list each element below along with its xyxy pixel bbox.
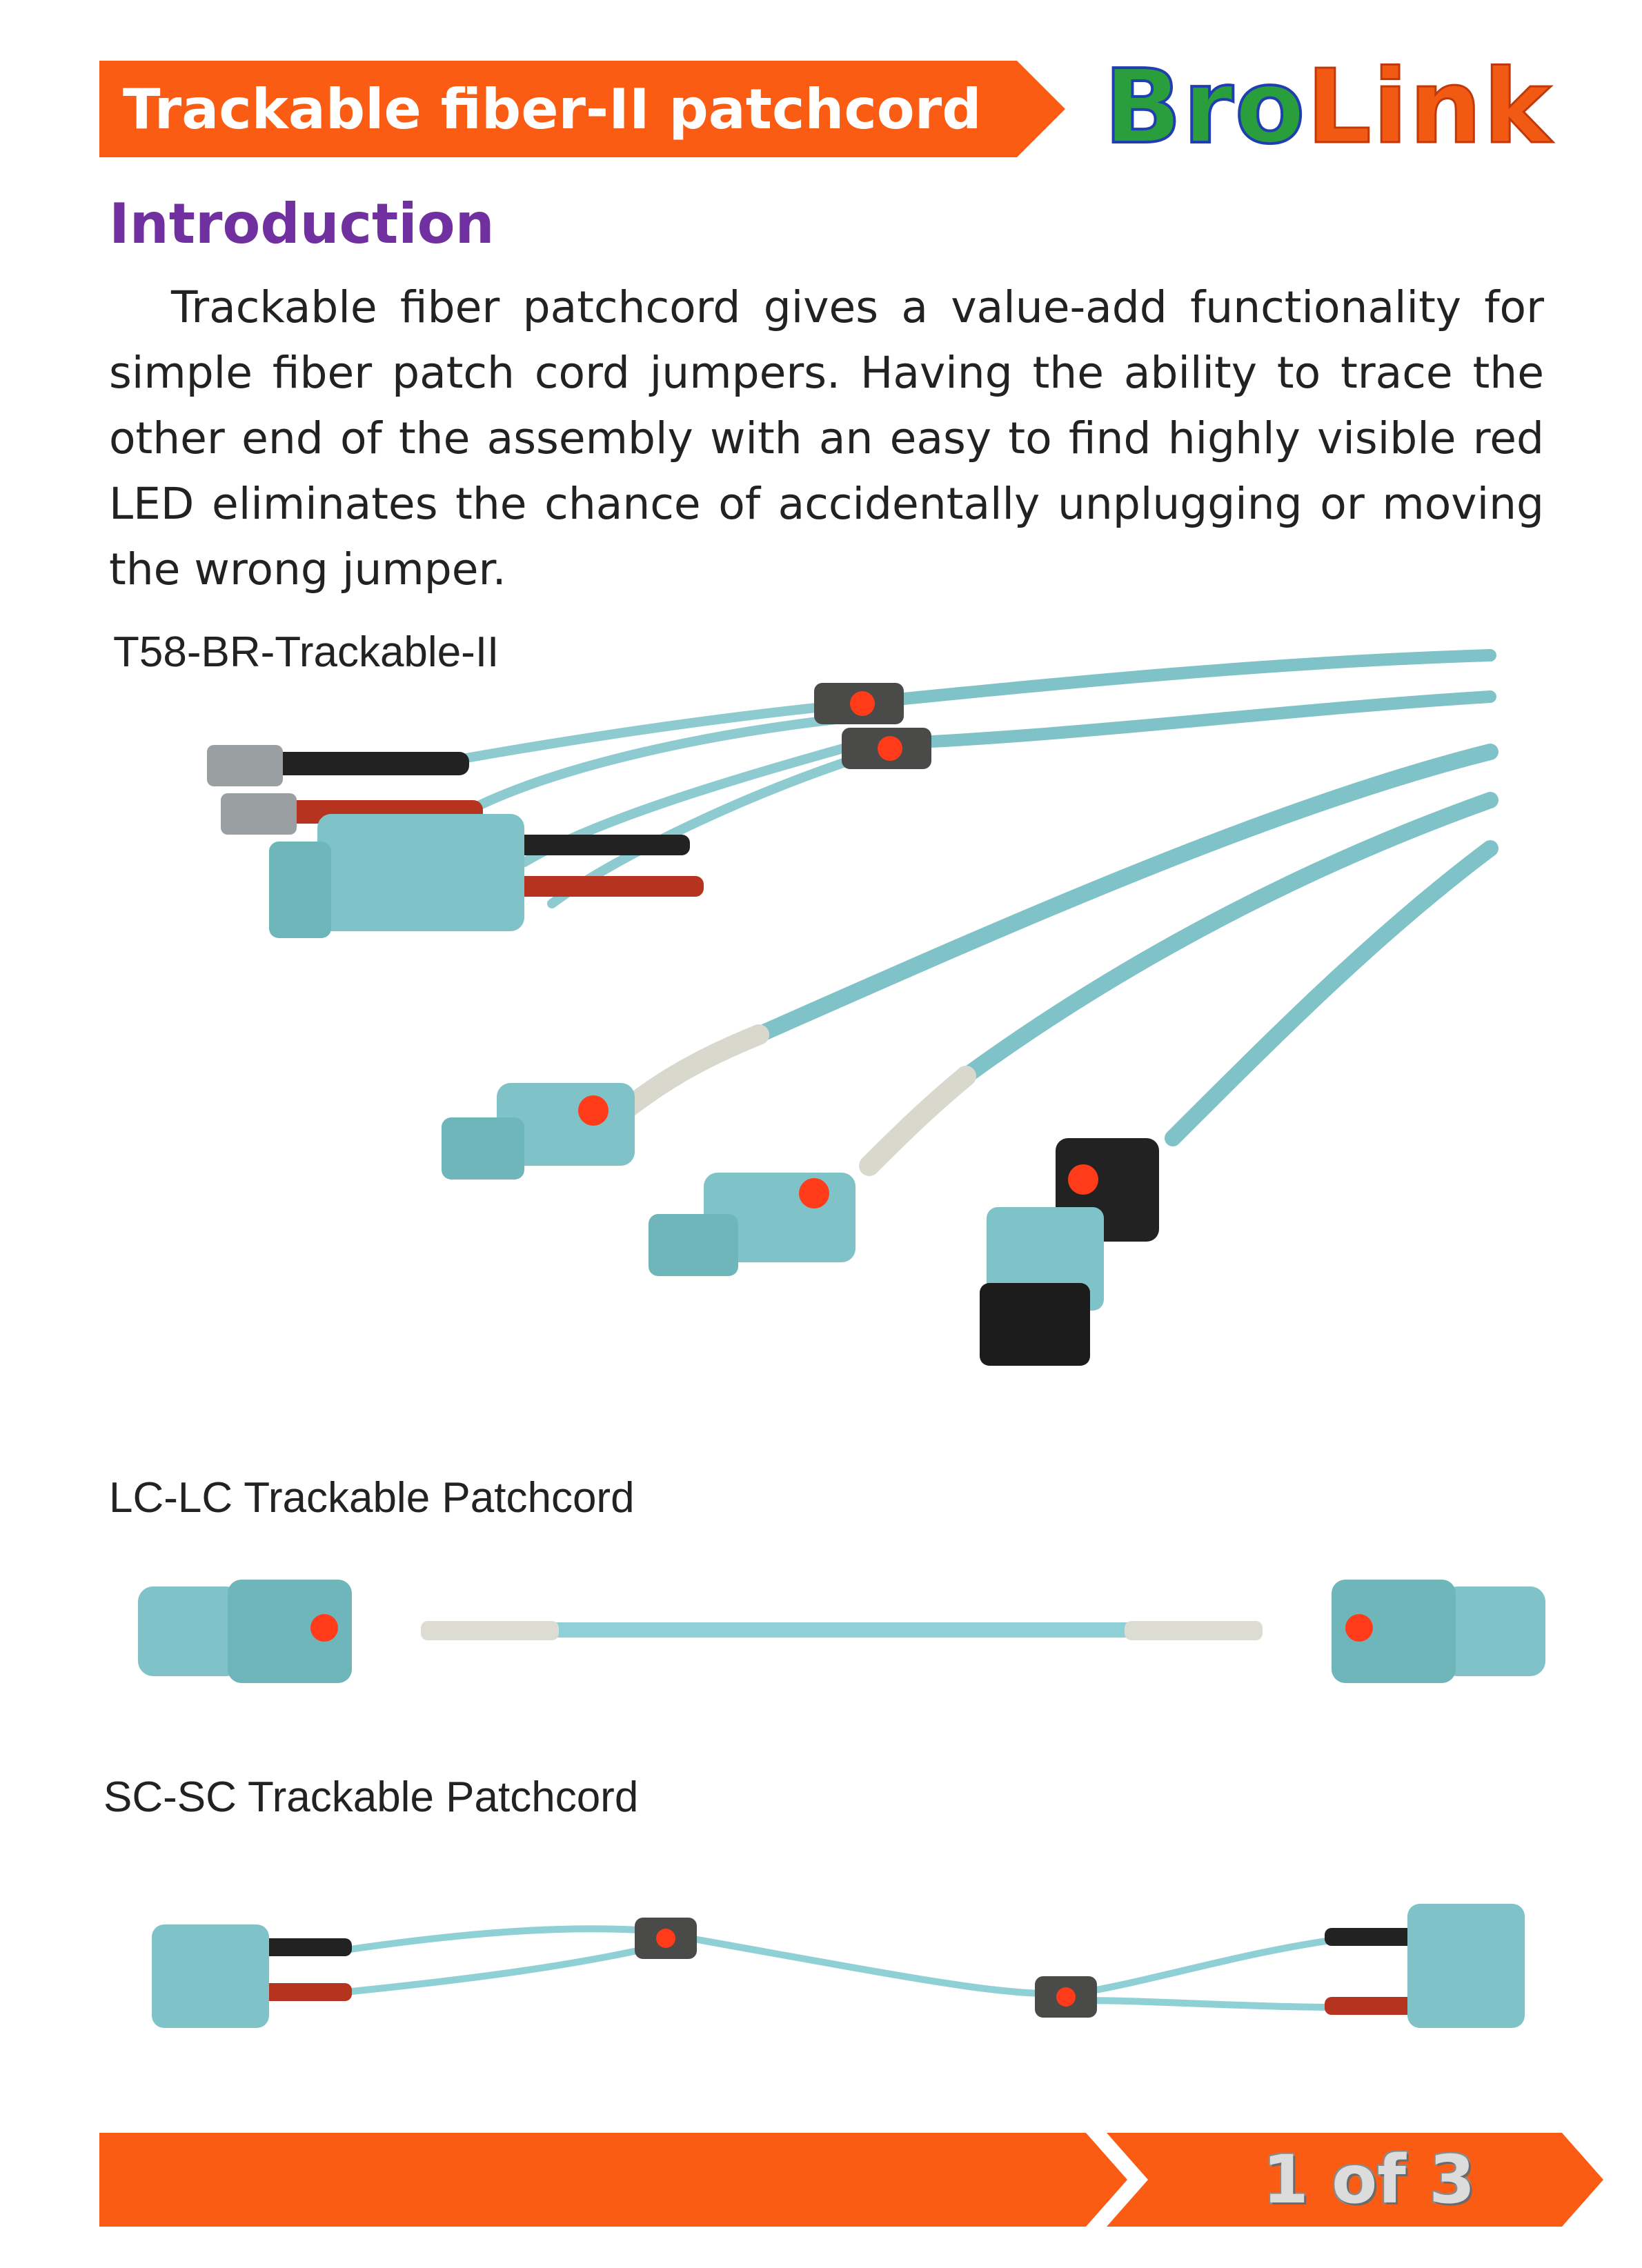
page-title: Trackable fiber-II patchcord	[123, 77, 982, 141]
product-caption-sc-sc: SC-SC Trackable Patchcord	[103, 1773, 639, 1821]
logo-text-bro: Bro	[1102, 47, 1307, 167]
product-caption-t58: T58-BR-Trackable-II	[113, 628, 499, 676]
brolink-logo: BroLink	[1102, 47, 1553, 167]
header-banner	[99, 61, 1065, 157]
sc-sc-patchcord-image	[152, 1904, 1525, 2028]
footer-banner	[99, 2133, 1603, 2227]
logo-text-link: Link	[1305, 48, 1553, 167]
t58-trackable-product-image	[207, 649, 1498, 1366]
lc-lc-patchcord-image	[138, 1580, 1545, 1683]
led-splitter-top-1	[814, 683, 904, 724]
intro-heading: Introduction	[109, 192, 495, 256]
intro-paragraph: Trackable fiber patchcord gives a value-…	[109, 282, 1544, 595]
product-caption-lc-lc: LC-LC Trackable Patchcord	[109, 1474, 635, 1522]
page-number: 1 of 3	[1263, 2141, 1476, 2218]
